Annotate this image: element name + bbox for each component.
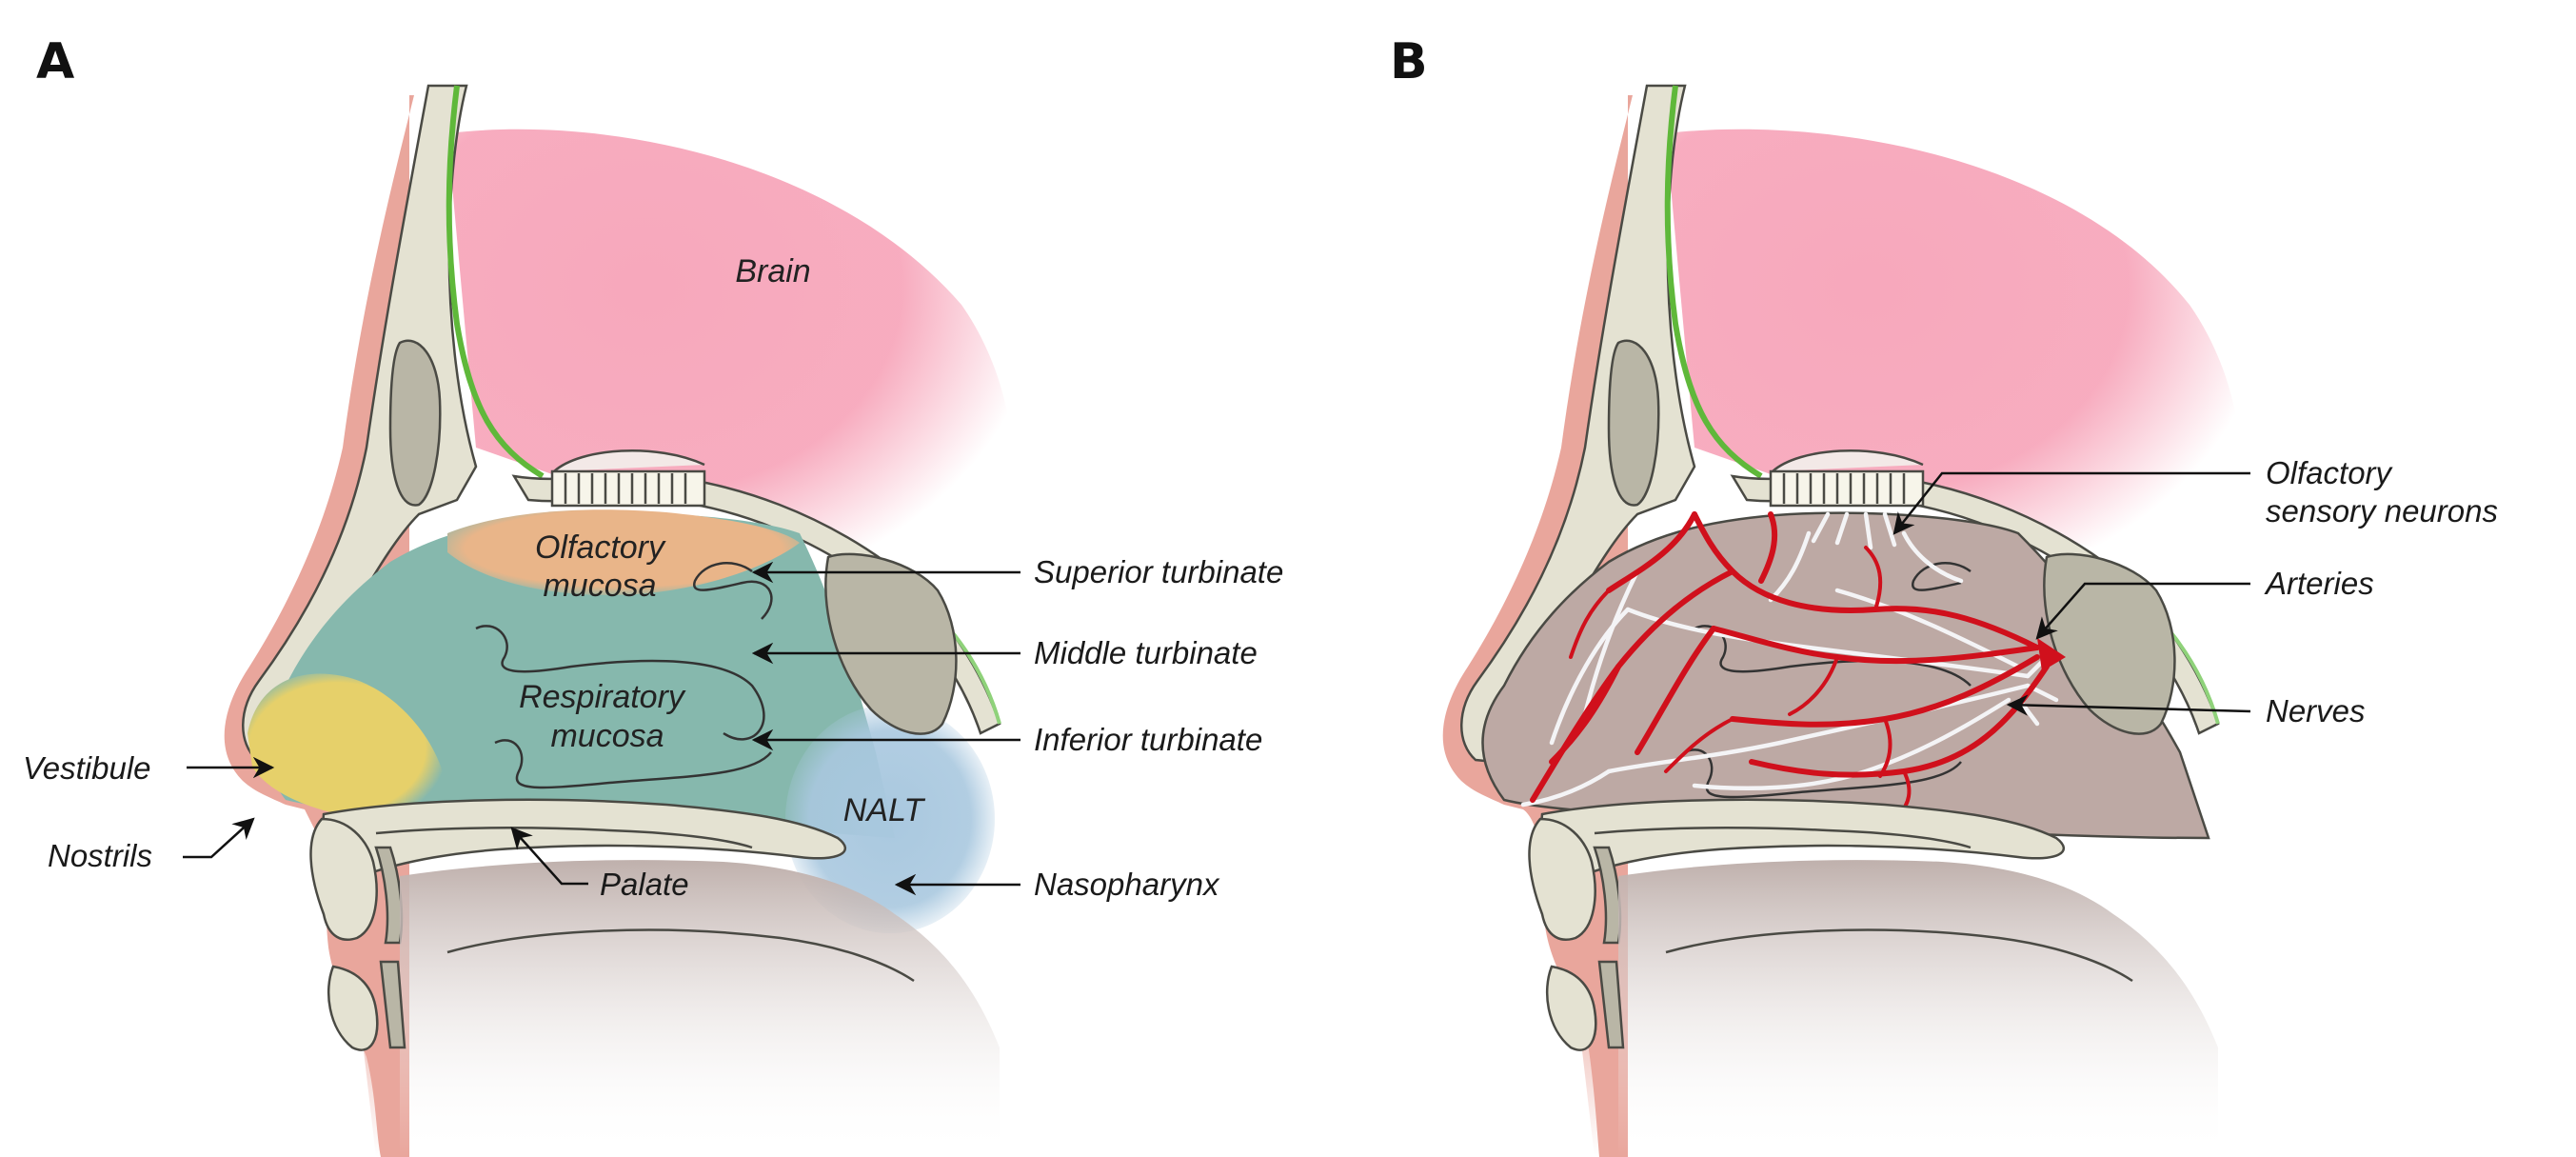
dura-line-b [1664,85,1763,479]
nasopharynx-label: Nasopharynx [1034,867,1220,902]
artery-origin [2037,638,2066,671]
middle-turbinate-outline-b [1694,625,1972,687]
cribriform-plate-a [550,469,706,508]
inferior-turbinate-label: Inferior turbinate [1034,722,1262,757]
palate-label: Palate [600,867,689,902]
oral-cavity-b [1618,860,2218,1157]
panel-a-letter: A [36,33,74,90]
upper-lip-bone-b [1528,817,1596,941]
cribriform-plate-b [1769,469,1925,508]
middle-turbinate-label: Middle turbinate [1034,635,1258,670]
arteries-network [1530,511,2066,816]
palate-inner-line-a [375,827,753,849]
respiratory-mucosa-label-line1: Respiratory [519,679,686,715]
nalt-region [785,705,995,933]
palate-leader [510,827,588,886]
lower-lip-bone-a [327,965,379,1051]
respiratory-mucosa-label-line2: mucosa [550,718,664,754]
superior-turbinate-label: Superior turbinate [1034,554,1283,589]
olfactory-sensory-neurons-label-line2: sensory neurons [2266,493,2498,529]
olfactory-mucosa-label-line2: mucosa [543,568,656,604]
panel-b: B [1390,33,2498,1157]
dura-line-a [446,85,545,479]
olfactory-sensory-neurons-leader [1892,471,2250,535]
sphenoid-sinus-a [824,552,958,735]
brain-label: Brain [735,253,810,289]
inferior-turbinate-outline-b [1684,748,1962,799]
frontal-sinus-b [1607,339,1660,507]
olfactory-mucosa-label-line1: Olfactory [535,529,666,566]
olfactory-bulb-a [553,449,705,472]
tongue-line-b [1665,928,2133,983]
arteries-label: Arteries [2264,566,2374,601]
superior-turbinate-outline-b [1912,562,1972,591]
lower-tooth-b [1597,960,1625,1049]
nostrils-label: Nostrils [48,838,152,873]
olfactory-sensory-neurons-label-line1: Olfactory [2266,455,2394,490]
nostrils-leader [183,817,255,859]
lower-tooth-a [379,960,406,1049]
palate-inner-line-b [1594,827,1972,849]
inferior-turbinate-outline [494,739,772,789]
olfactory-mucosa-region [447,509,800,595]
frontal-sinus [388,339,442,507]
middle-turbinate-outline [475,625,765,741]
arteries-leader [2035,582,2250,640]
panel-a: A [23,33,1283,1157]
vestibule-label: Vestibule [23,750,151,786]
nerves-leader [2006,694,2251,716]
upper-lip-bone-a [309,817,378,941]
tongue-line-a [446,928,915,983]
nerves-network [1520,511,2059,808]
panel-b-letter: B [1390,33,1428,90]
nalt-label: NALT [843,792,926,828]
olfactory-bulb-b [1772,449,1924,472]
nerves-label: Nerves [2266,693,2366,728]
superior-turbinate-outline [693,562,773,620]
vestibule-region [248,673,447,823]
lower-lip-bone-b [1545,965,1597,1051]
